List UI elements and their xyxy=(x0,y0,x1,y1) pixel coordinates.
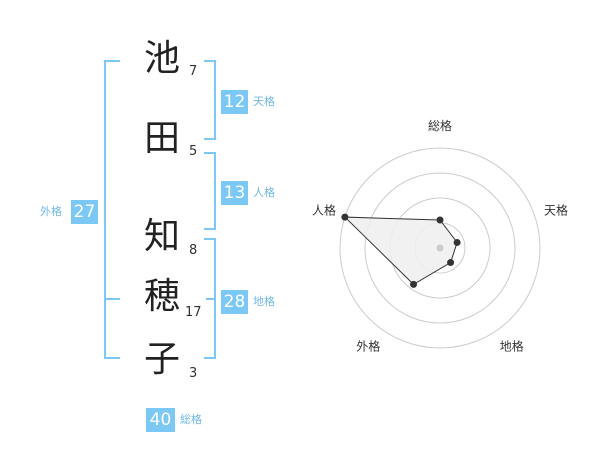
gaikaku-label: 外格 xyxy=(40,205,62,218)
radar-polygon xyxy=(343,216,458,286)
radar-point-3 xyxy=(447,259,455,267)
radar-axis-label: 外格 xyxy=(356,339,380,354)
tenkaku-label: 天格 xyxy=(253,95,275,108)
soukaku-badge: 40 xyxy=(146,408,175,432)
kanji-5: 子 xyxy=(143,339,180,380)
radar-point-5 xyxy=(341,213,349,221)
radar-point-1 xyxy=(436,216,444,224)
soukaku-label: 総格 xyxy=(180,413,202,426)
radar-point-2 xyxy=(453,238,461,246)
kanji-1: 池 xyxy=(143,38,180,79)
radar-ring xyxy=(364,172,516,324)
kanji-2: 田 xyxy=(143,118,180,159)
stroke-count-5: 3 xyxy=(189,366,198,381)
kanji-4: 穂 xyxy=(143,276,180,317)
radar-point-4 xyxy=(410,280,418,288)
tenkaku-badge: 12 xyxy=(221,90,248,114)
stroke-count-1: 7 xyxy=(189,64,198,79)
jinkaku-badge: 13 xyxy=(221,181,248,205)
kanji-3: 知 xyxy=(143,216,180,257)
radar-axis-label: 人格 xyxy=(312,202,336,217)
jinkaku-label: 人格 xyxy=(253,186,275,199)
radar-ring xyxy=(339,147,541,349)
chikaku-badge: 28 xyxy=(221,290,248,314)
stroke-count-2: 5 xyxy=(189,144,198,159)
radar-axis-label: 総格 xyxy=(428,118,452,133)
chikaku-label: 地格 xyxy=(253,295,275,308)
radar-center-dot xyxy=(436,244,444,252)
stroke-count-4: 17 xyxy=(185,305,202,320)
radar-axis-label: 地格 xyxy=(500,339,524,354)
radar-axis-label: 天格 xyxy=(544,202,568,217)
stroke-count-3: 8 xyxy=(189,243,198,258)
gaikaku-badge: 27 xyxy=(71,200,98,224)
